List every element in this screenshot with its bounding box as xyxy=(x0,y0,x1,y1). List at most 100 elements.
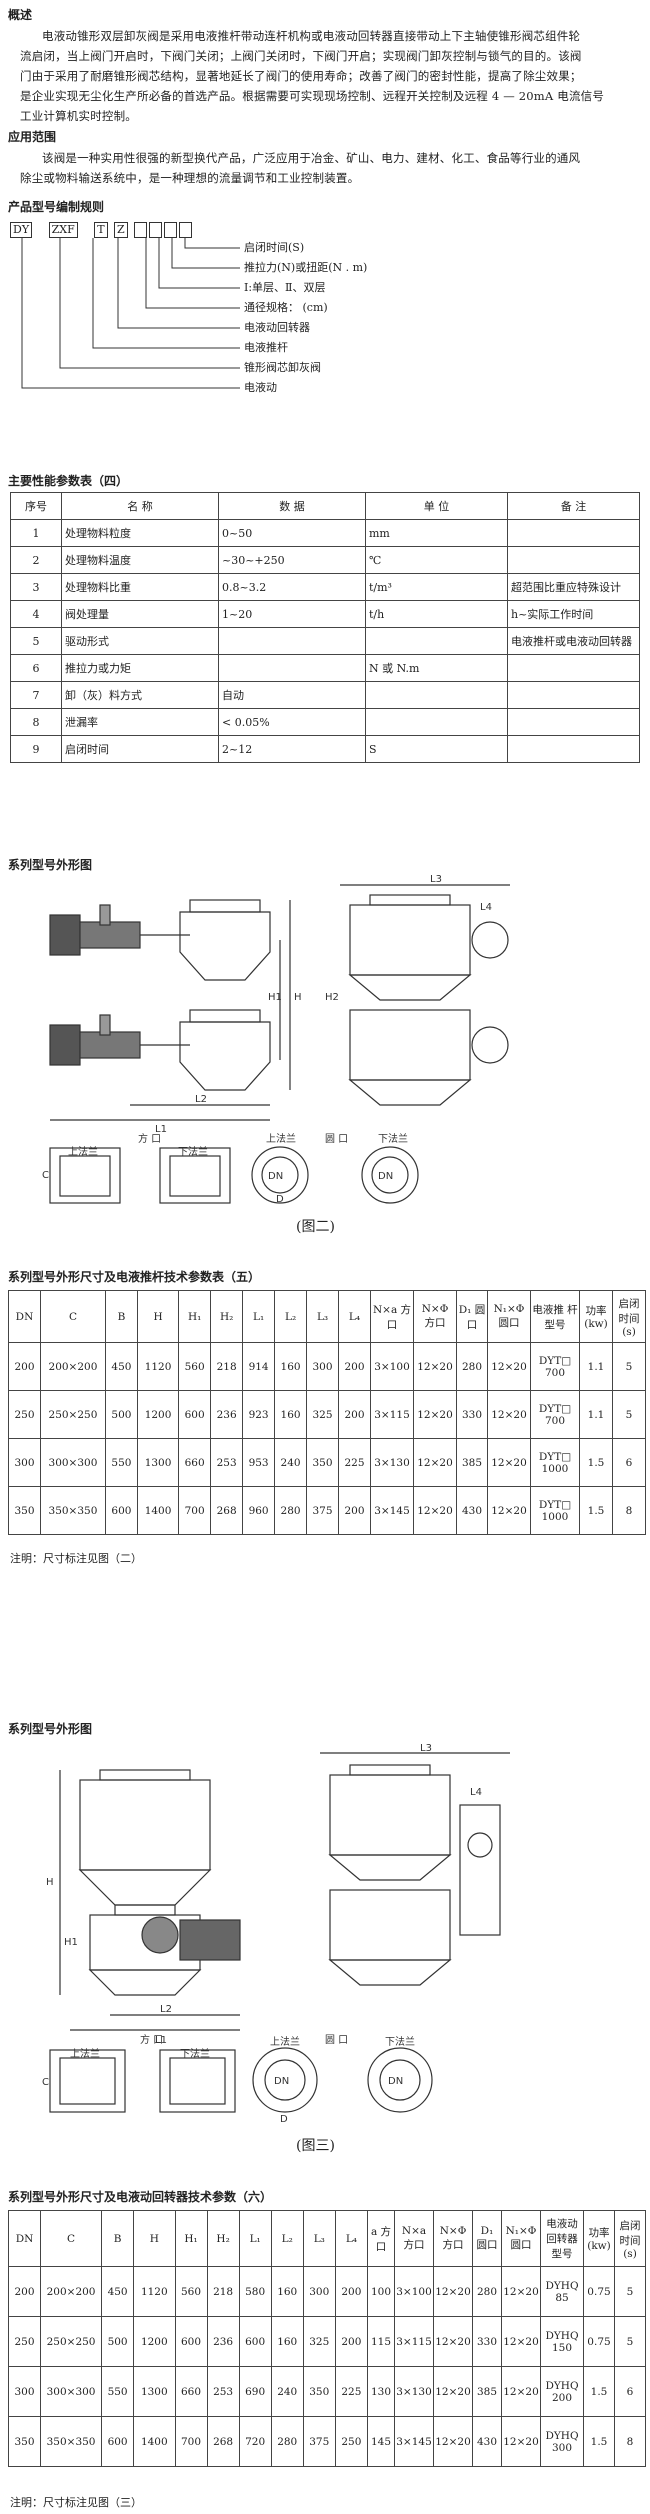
cell: 200 xyxy=(338,1486,371,1535)
overview-text: 电液动锥形双层卸灰阀是采用电液推杆带动连杆机构或电液动回转器直接带动上下主轴使锥… xyxy=(20,26,645,126)
cell: 1300 xyxy=(133,2366,176,2417)
cell: 325 xyxy=(306,1390,340,1439)
cell: 200 xyxy=(334,2316,369,2367)
cell: 5 xyxy=(612,1342,646,1391)
th: H₁ xyxy=(174,2210,208,2267)
label-l4: L4 xyxy=(480,902,492,913)
label-upper-flange: 上法兰 xyxy=(266,1132,296,1145)
cell xyxy=(365,708,508,736)
th: L₁ xyxy=(242,1290,276,1343)
th: H₁ xyxy=(178,1290,212,1343)
cell: 225 xyxy=(334,2366,369,2417)
code-box-dy: DY xyxy=(10,222,33,238)
th: L₄ xyxy=(338,1290,371,1343)
label-upper-flange: 上法兰 xyxy=(70,2047,100,2060)
cell: 450 xyxy=(101,2266,135,2317)
code-label: Ⅰ:单层、Ⅱ、双层 xyxy=(244,281,326,294)
cell: 0.75 xyxy=(583,2316,615,2367)
code-box-z: Z xyxy=(114,222,128,238)
cell: t/h xyxy=(365,600,508,628)
th: N₁×Φ 圆口 xyxy=(501,2210,541,2267)
cell: 250 xyxy=(334,2416,369,2467)
cell: 1400 xyxy=(136,1486,180,1535)
label-l4: L4 xyxy=(470,1787,482,1798)
cell: S xyxy=(365,735,508,763)
cell: 12×20 xyxy=(487,1486,531,1535)
cell: 350 xyxy=(8,1486,41,1535)
cell: 7 xyxy=(10,681,62,709)
cell: 12×20 xyxy=(501,2366,541,2417)
cell: 超范围比重应特殊设计 xyxy=(507,573,640,601)
fig3-drawing: L1 L2 L3 L4 H H1 C 方 口 圆 口 上法兰 下法兰 上法兰 下… xyxy=(42,1743,510,2125)
overview-heading: 概述 xyxy=(8,8,33,22)
cell: DYT□ 1000 xyxy=(530,1486,580,1535)
cell xyxy=(365,627,508,655)
cell: 240 xyxy=(274,1438,308,1487)
cell: 3×145 xyxy=(370,1486,414,1535)
cell: 1 xyxy=(10,519,62,547)
cell: 250 xyxy=(7,2316,42,2367)
overview-line: 电液动锥形双层卸灰阀是采用电液推杆带动连杆机构或电液动回转器直接带动上下主轴使锥… xyxy=(42,29,581,43)
cell: 690 xyxy=(238,2366,272,2417)
cell: 3 xyxy=(10,573,62,601)
th: L₃ xyxy=(306,1290,340,1343)
fig2-heading: 系列型号外形图 xyxy=(8,858,93,872)
label-h1: H1 xyxy=(64,1937,78,1948)
cell: 200×200 xyxy=(40,2266,103,2317)
cell: 1200 xyxy=(136,1390,180,1439)
cell: 1~20 xyxy=(218,600,366,628)
cell: 300×300 xyxy=(40,2366,103,2417)
cell: DYHQ 85 xyxy=(540,2266,584,2317)
label-l3: L3 xyxy=(420,1743,432,1754)
cell: 300 xyxy=(302,2266,336,2317)
cell: t/m³ xyxy=(365,573,508,601)
label-lower-flange: 下法兰 xyxy=(385,2035,415,2048)
spec5-header: DN C B H H₁ H₂ L₁ L₂ L₃ L₄ N×a 方口 N×Φ 方口… xyxy=(8,1290,646,1343)
th: N×Φ 方口 xyxy=(413,1290,457,1343)
cell: 12×20 xyxy=(501,2266,541,2317)
cell: DYT□ 1000 xyxy=(530,1438,580,1487)
th: 数 据 xyxy=(218,492,366,520)
th: H xyxy=(133,2210,176,2267)
code-slot xyxy=(134,222,148,238)
spec6-header: DN C B H H₁ H₂ L₁ L₂ L₃ L₄ a 方口 N×a 方口 N… xyxy=(7,2210,646,2267)
cell: DYT□ 700 xyxy=(530,1390,580,1439)
cell: 350 xyxy=(306,1438,340,1487)
cell: 720 xyxy=(238,2416,272,2467)
cell: 5 xyxy=(612,1390,646,1439)
cell: 960 xyxy=(242,1486,276,1535)
cell: 12×20 xyxy=(413,1486,457,1535)
cell: 5 xyxy=(10,627,62,655)
th: 单 位 xyxy=(365,492,508,520)
fig2-drawing: L1 L2 L3 L4 H H1 H2 C 方 口 圆 口 上法兰 下法兰 上法… xyxy=(42,874,510,1205)
overview-line: 流启闭，当上阀门开启时，下阀门关闭；上阀门关闭时，下阀门开启；实现阀门卸灰控制与… xyxy=(20,49,582,63)
th: L₂ xyxy=(274,1290,308,1343)
cell: N 或 N.m xyxy=(365,654,508,682)
cell: 385 xyxy=(472,2366,502,2417)
cell: 218 xyxy=(210,1342,244,1391)
code-label: 通径规格： (cm) xyxy=(244,301,328,314)
cell: 236 xyxy=(210,1390,244,1439)
label-square-port: 方 口 xyxy=(140,2033,163,2046)
cell: 12×20 xyxy=(433,2366,473,2417)
label-dn: DN xyxy=(274,2076,289,2087)
code-slot xyxy=(164,222,178,238)
th: L₂ xyxy=(270,2210,304,2267)
cell: 3×100 xyxy=(394,2266,434,2317)
cell: 3×115 xyxy=(394,2316,434,2367)
cell: 923 xyxy=(242,1390,276,1439)
cell: DYHQ 200 xyxy=(540,2366,584,2417)
th: DN xyxy=(8,1290,41,1343)
cell: 300×300 xyxy=(39,1438,106,1487)
cell: 处理物料温度 xyxy=(61,546,219,574)
cell: 268 xyxy=(206,2416,240,2467)
cell: 580 xyxy=(238,2266,272,2317)
cell: 430 xyxy=(456,1486,488,1535)
th: L₁ xyxy=(238,2210,272,2267)
cell: 145 xyxy=(367,2416,395,2467)
perf-table-heading: 主要性能参数表（四） xyxy=(8,474,129,488)
cell: 600 xyxy=(101,2416,135,2467)
